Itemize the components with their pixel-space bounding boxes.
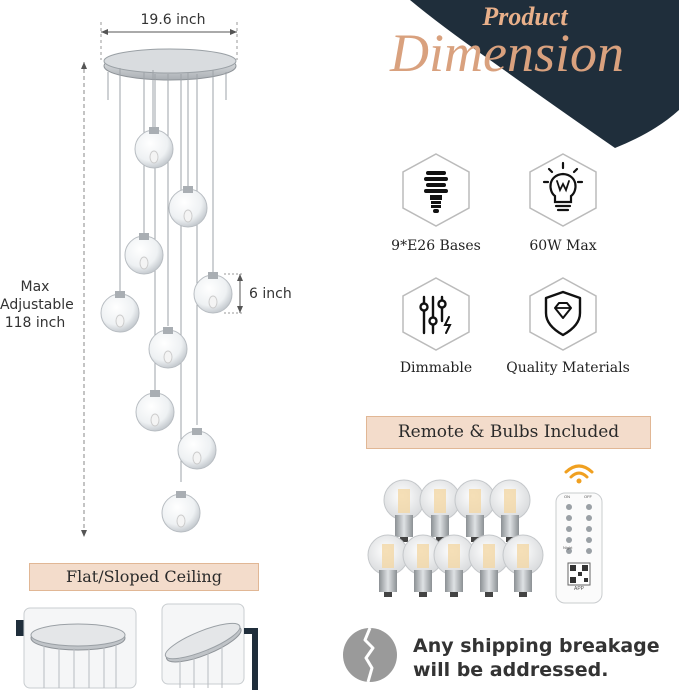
height-label: Max Adjustable 118 inch [0, 278, 74, 332]
height-label-line2: Adjustable [0, 297, 74, 313]
height-label-line1: Max [20, 279, 50, 295]
broken-package-icon [343, 627, 397, 683]
sloped-ceiling-illustration [161, 603, 258, 690]
width-label: 19.6 inch [140, 12, 206, 28]
shipping-guarantee: Any shipping breakage will be addressed. [413, 634, 660, 682]
dimmer-sliders-icon [402, 277, 470, 351]
globe-size-label: 6 inch [249, 286, 292, 302]
header-banner [410, 0, 679, 148]
bulbs-remote-illustration [367, 464, 603, 604]
flat-ceiling-illustration [16, 607, 137, 689]
bulb-icon [402, 153, 470, 227]
wifi-icon [564, 464, 594, 479]
remote-label-night: Night [563, 545, 573, 550]
remote-control [555, 492, 603, 604]
globe-pendants [100, 127, 233, 533]
height-label-line3: 118 inch [4, 315, 66, 331]
header-title-small: Product [482, 2, 568, 31]
feature-label-bases: 9*E26 Bases [391, 238, 481, 254]
feature-label-materials: Quality Materials [506, 360, 630, 376]
chandelier-illustration [81, 22, 244, 537]
shipping-line1: Any shipping breakage [413, 635, 660, 657]
feature-label-dimmable: Dimmable [399, 360, 473, 376]
remote-label-app: APP [574, 586, 585, 592]
diamond-shield-icon [529, 277, 597, 351]
header-title-large: Dimension [390, 23, 624, 83]
remote-bulbs-banner: Remote & Bulbs Included [366, 416, 651, 449]
remote-label-on: ON [564, 494, 570, 499]
shipping-line2: will be addressed. [413, 659, 609, 681]
bulbs-front-row [367, 534, 544, 597]
feature-label-wattage: 60W Max [529, 238, 597, 254]
lightbulb-watt-icon [529, 153, 597, 227]
remote-label-off: OFF [584, 494, 592, 499]
ceiling-banner: Flat/Sloped Ceiling [29, 563, 259, 591]
bulbs-back-row [383, 479, 531, 542]
